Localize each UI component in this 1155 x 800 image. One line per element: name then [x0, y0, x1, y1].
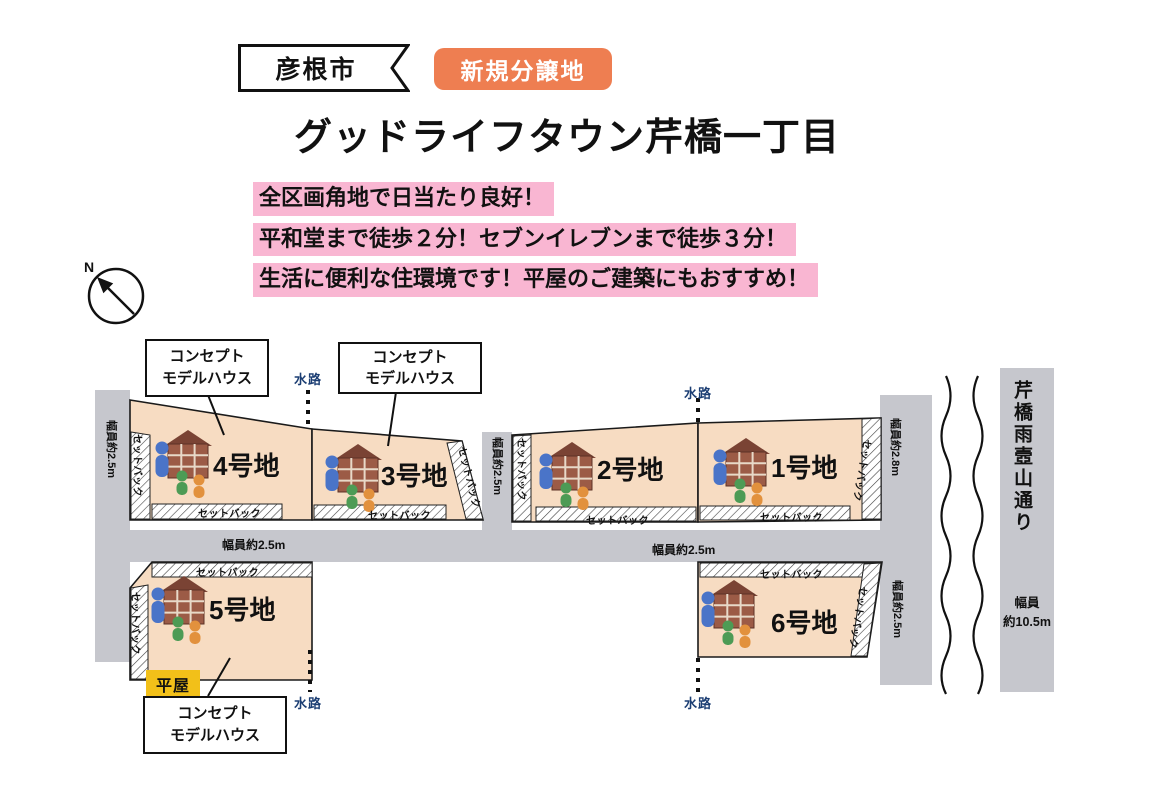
street-width-line1: 幅員: [1014, 596, 1040, 610]
city-name: 彦根市: [275, 56, 357, 84]
road-width-label-middle: 幅員約2.5m: [491, 437, 503, 496]
waterway-lines: [306, 390, 700, 692]
callout-text-line1: コンセプト: [372, 349, 448, 366]
setback-label-lot2-bottom: セットバック: [586, 516, 649, 527]
page-title: グッドライフタウン芹橋一丁目: [294, 117, 841, 159]
river-lines: [940, 375, 984, 695]
waterway-label-top-right: 水路: [684, 386, 713, 401]
concept-model-house-callout-lot3: コンセプト モデルハウス: [338, 342, 482, 394]
street-width-line2: 約10.5m: [1003, 614, 1051, 629]
lot-2-label: 2号地: [597, 455, 664, 485]
new-subdivision-badge: 新規分譲地: [434, 48, 612, 90]
lot-3-label: 3号地: [381, 461, 448, 491]
lot-1-label: 1号地: [771, 453, 838, 483]
road-horizontal: [95, 530, 932, 562]
concept-model-house-callout-lot5: コンセプト モデルハウス: [143, 696, 287, 754]
callout-text-line1: コンセプト: [177, 704, 253, 722]
city-ribbon: 彦根市: [238, 44, 411, 92]
highlight-line-2: 平和堂まで徒歩２分！セブンイレブンまで徒歩３分！: [253, 222, 797, 257]
road-width-label-horizontal-left: 幅員約2.5m: [222, 538, 286, 552]
setback-label-lot1-bottom: セットバック: [760, 513, 823, 524]
callout-text-line2: モデルハウス: [161, 370, 252, 387]
highlight-line-1: 全区画角地で日当たり良好！: [253, 182, 555, 216]
highlight-line-3: 生活に便利な住環境です！平屋のご建築にもおすすめ！: [253, 263, 819, 297]
road-left: [95, 390, 130, 662]
compass-icon: N: [84, 259, 145, 325]
lot-4-label: 4号地: [213, 451, 280, 481]
road-street-far-right: [1000, 368, 1054, 692]
callout-text-line1: コンセプト: [169, 347, 245, 365]
setback-label-lot2-left: セットバック: [515, 438, 526, 501]
callout-text-line2: モデルハウス: [364, 370, 455, 387]
setback-label-lot6-top: セットバック: [760, 570, 823, 581]
waterway-label-top-left: 水路: [294, 372, 323, 387]
lot-6-label: 6号地: [771, 608, 838, 638]
setback-label-lot5-top: セットバック: [196, 568, 259, 579]
city-ribbon-shape: [238, 44, 411, 92]
road-middle: [482, 432, 512, 534]
street-name-label: 芹橋雨壼山通り: [1011, 380, 1032, 534]
lot-5-label: 5号地: [209, 595, 276, 625]
road-width-label-horizontal-right: 幅員約2.5m: [652, 543, 716, 557]
waterway-label-bottom-left: 水路: [294, 696, 323, 711]
setback-label-lot5-left: セットバック: [129, 592, 140, 655]
waterway-label-bottom-right: 水路: [684, 696, 713, 711]
road-width-label-right-bottom: 幅員約2.5m: [891, 580, 903, 639]
street-width-label: 幅員 約10.5m: [998, 594, 1056, 632]
hiraya-badge: 平屋: [146, 670, 201, 699]
setback-label-lot4-left: セットバック: [131, 434, 142, 497]
compass-north-label: N: [84, 259, 94, 275]
highlight-lines: 全区画角地で日当たり良好！ 平和堂まで徒歩２分！セブンイレブンまで徒歩３分！ 生…: [253, 182, 819, 297]
callout-leader-lines: [207, 391, 397, 697]
setback-strips: [130, 417, 882, 680]
road-width-label-right-top: 幅員約2.8m: [889, 418, 901, 477]
roads: [95, 368, 1054, 692]
concept-model-house-callout-lot4: コンセプト モデルハウス: [145, 339, 269, 397]
callout-text-line2: モデルハウス: [169, 727, 260, 744]
road-width-label-left: 幅員約2.5m: [105, 420, 117, 479]
setback-label-lot3-bottom: セットバック: [368, 511, 431, 522]
setback-label-lot4-bottom: セットバック: [198, 509, 261, 520]
